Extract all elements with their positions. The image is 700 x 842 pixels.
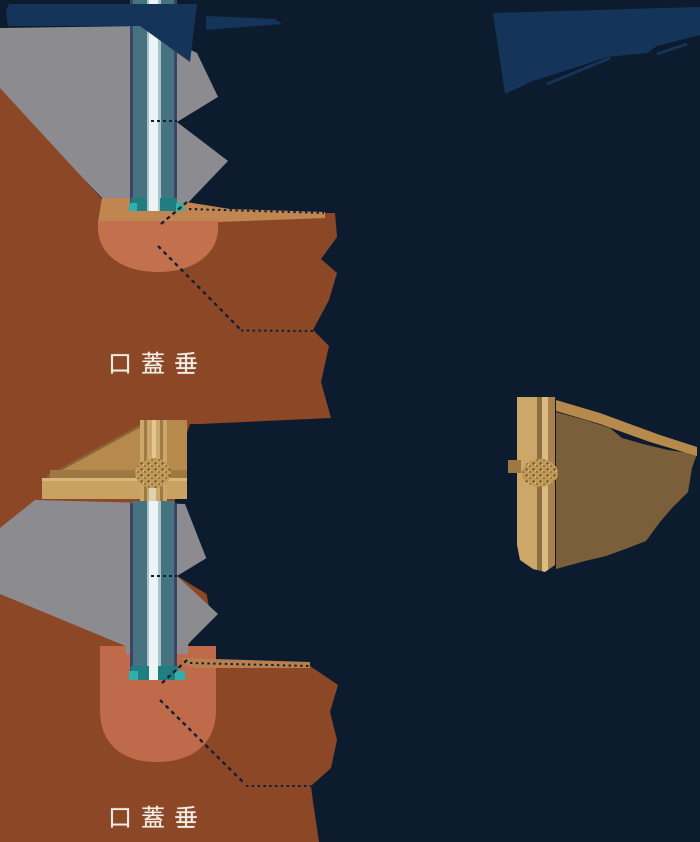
gold-banner-light-edge: [556, 400, 697, 456]
leader-shelf-top-horiz: [188, 208, 325, 214]
navy-band-top: [6, 4, 700, 94]
leader-uvula-top-diag: [157, 245, 242, 331]
leader-lines: [151, 120, 325, 787]
uvula-label-bottom: 口蓋垂: [108, 806, 207, 832]
leader-shelf-top-diag: [160, 201, 188, 225]
weight-side-block: [508, 460, 521, 473]
uvula-label-top: 口蓋垂: [108, 352, 207, 378]
tassel-knot-icon: [522, 459, 558, 487]
leader-uvula-top-horiz: [240, 329, 315, 332]
leader-uvula-bottom-diag: [159, 699, 246, 785]
scroll-weight-right: [508, 397, 697, 572]
tassel-knot-icon: [135, 458, 171, 488]
navy-wedge-bottom: [177, 541, 240, 610]
leader-shelf-bottom-diag: [161, 659, 188, 684]
hanging-cord-top: [129, 0, 184, 211]
navy-wedge-top: [177, 87, 240, 160]
hanging-cord-bottom: [129, 501, 185, 680]
leader-shelf-bottom-horiz: [189, 662, 311, 667]
gold-banner-dark: [556, 412, 697, 569]
